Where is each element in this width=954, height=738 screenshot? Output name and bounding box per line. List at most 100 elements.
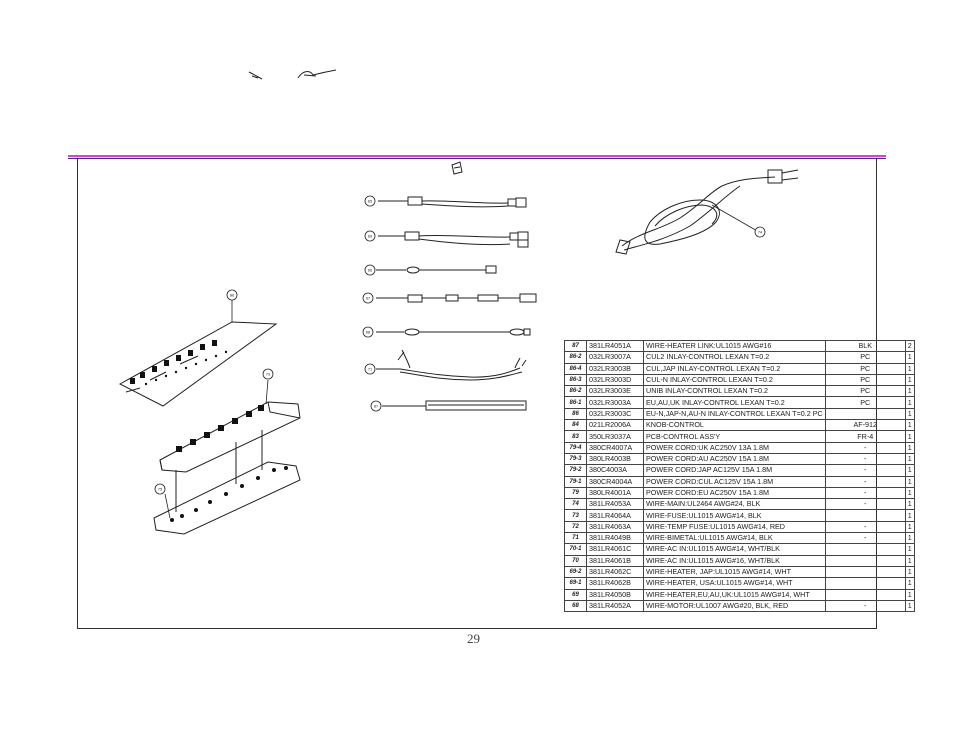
spec-cell: -	[824, 599, 906, 613]
callout-label: 75	[158, 488, 162, 492]
description-cell: UNIB INLAY-CONTROL LEXAN T=0.2	[643, 385, 826, 398]
spec-cell: FR-4	[824, 430, 906, 443]
part-number-cell: 350LR3037A	[586, 430, 644, 443]
pcb-control-drawing	[153, 430, 301, 535]
loc-cell: 73	[564, 509, 587, 522]
loc-cell: 79-2	[564, 464, 587, 477]
spec-cell: PC	[824, 362, 906, 375]
spec-cell: -	[824, 441, 906, 454]
spec-cell: -	[824, 520, 906, 534]
wire-5	[376, 328, 531, 336]
spec-cell: -	[824, 475, 906, 488]
loc-cell: 70-1	[564, 543, 587, 556]
loc-cell: 72	[564, 520, 587, 534]
part-number-cell: 381LR4062C	[586, 565, 644, 579]
description-cell: WIRE-HEATER,EU,AU,UK:UL1015 AWG#14, WHT	[643, 588, 826, 601]
spec-cell: PC	[824, 351, 906, 364]
part-number-cell: 380LR4003B	[586, 452, 644, 466]
loc-cell: 79	[564, 486, 587, 500]
spec-cell: -	[824, 532, 906, 545]
callout-label: 69	[368, 235, 372, 239]
inlay-control-keys	[130, 340, 228, 386]
description-cell: CUL-N INLAY-CONTROL LEXAN T=0.2	[643, 373, 826, 387]
part-number-cell: 381LR4063A	[586, 520, 644, 534]
spec-cell: -	[824, 464, 906, 477]
quantity-cell: 1	[904, 407, 915, 421]
description-cell: EU,AU,UK INLAY-CONTROL LEXAN T=0.2	[643, 396, 826, 409]
page-number: 29	[467, 631, 480, 646]
part-number-cell: 381LR4049B	[586, 532, 644, 545]
loc-cell: 79-1	[564, 475, 587, 488]
quantity-cell: 1	[904, 396, 915, 409]
description-cell: WIRE-FUSE:UL1015 AWG#14, BLK	[643, 509, 826, 522]
loc-cell: 74	[564, 498, 587, 511]
description-cell: KNOB-CONTROL	[643, 419, 826, 432]
quantity-cell: 1	[904, 588, 915, 601]
callout-circle-66	[364, 264, 376, 276]
quantity-cell: 1	[904, 385, 915, 398]
part-number-cell: 380CR4007A	[586, 441, 644, 454]
loc-cell: 69-1	[564, 577, 587, 590]
description-cell: WIRE-AC IN:UL1015 AWG#16, WHT/BLK	[643, 554, 826, 567]
description-cell: WIRE-HEATER LINK:UL1015 AWG#16	[643, 339, 826, 353]
quantity-cell: 1	[904, 520, 915, 534]
callout-label: 87	[374, 405, 378, 409]
description-cell: POWER CORD:EU AC250V 15A 1.8M	[643, 486, 826, 500]
part-number-cell: 381LR4061B	[586, 554, 644, 567]
callout-label: 86	[230, 294, 234, 298]
callout-label: 74	[758, 231, 762, 235]
description-cell: POWER CORD:CUL AC125V 15A 1.8M	[643, 475, 826, 488]
part-number-cell: 032LR3003B	[586, 362, 644, 375]
description-cell: WIRE-MOTOR:UL1007 AWG#20, BLK, RED	[643, 599, 826, 613]
callout-label: 65	[368, 200, 372, 204]
wire-1	[378, 196, 527, 208]
wire-6	[376, 349, 527, 381]
header-rule-pink	[68, 155, 886, 157]
part-number-cell: 380CR4004A	[586, 475, 644, 488]
description-cell: POWER CORD:JAP AC125V 15A 1.8M	[643, 464, 826, 477]
callout-circle-73	[262, 368, 274, 380]
leader-lines	[164, 204, 760, 519]
part-number-cell: 021LR2006A	[586, 419, 644, 432]
description-cell: WIRE-MAIN:UL2464 AWG#24, BLK	[643, 498, 826, 511]
callout-circle-75	[154, 483, 166, 495]
loc-cell: 84	[564, 419, 587, 432]
quantity-cell: 1	[904, 554, 915, 567]
quantity-cell: 1	[904, 452, 915, 466]
callout-circle-71	[364, 363, 376, 375]
loc-cell: 79-4	[564, 441, 587, 454]
quantity-cell: 1	[904, 498, 915, 511]
quantity-cell: 1	[904, 509, 915, 522]
quantity-cell: 1	[904, 351, 915, 364]
description-cell: WIRE-HEATER, JAP:UL1015 AWG#14, WHT	[643, 565, 826, 579]
description-cell: WIRE-AC IN:UL1015 AWG#14, WHT/BLK	[643, 543, 826, 556]
power-cord-drawing	[615, 169, 799, 255]
connector-fragment	[451, 161, 463, 175]
part-number-cell: 381LR4052A	[586, 599, 644, 613]
callout-circle-69	[364, 230, 376, 242]
part-number-cell: 032LR3007A	[586, 351, 644, 364]
part-number-cell: 381LR4053A	[586, 498, 644, 511]
quantity-cell: 1	[904, 441, 915, 454]
description-cell: CUL2 INLAY-CONTROL LEXAN T=0.2	[643, 351, 826, 364]
spec-cell: AF-912	[824, 419, 906, 432]
spec-cell	[824, 588, 906, 601]
spec-cell	[824, 565, 906, 579]
wire-3	[376, 265, 497, 274]
